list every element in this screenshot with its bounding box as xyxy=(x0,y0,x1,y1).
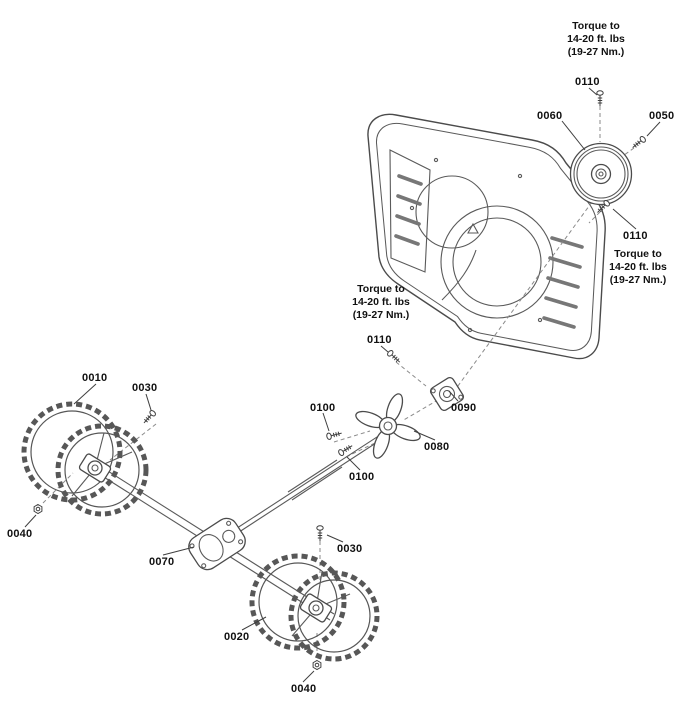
screw-0030-left xyxy=(141,408,158,426)
drive-pulley xyxy=(569,142,633,206)
part-label-0100-upper: 0100 xyxy=(310,402,336,414)
torque-note-line3: (19-27 Nm.) xyxy=(567,46,625,58)
torque-note-line2: 14-20 ft. lbs xyxy=(352,296,410,308)
part-label-0040-bottom: 0040 xyxy=(291,683,317,695)
nut-0040-left xyxy=(33,504,43,514)
part-label-0070: 0070 xyxy=(149,556,175,568)
part-label-0030-right: 0030 xyxy=(337,543,363,555)
part-label-0010: 0010 xyxy=(82,372,108,384)
impeller-assembly xyxy=(355,393,421,459)
torque-note-line3: (19-27 Nm.) xyxy=(352,309,410,321)
bearing-flange xyxy=(429,376,465,412)
torque-note-line1: Torque to xyxy=(357,283,405,295)
part-label-0080: 0080 xyxy=(424,441,450,453)
screw-0030-right xyxy=(316,525,324,542)
left-auger-rake xyxy=(21,401,149,517)
part-label-0100-lower: 0100 xyxy=(349,471,375,483)
part-label-0110-mid: 0110 xyxy=(367,334,392,346)
auger-housing xyxy=(367,113,606,360)
right-auger-rake xyxy=(249,553,380,662)
part-label-0030-left: 0030 xyxy=(132,382,158,394)
torque-note-line2: 14-20 ft. lbs xyxy=(567,33,625,45)
screw-0050 xyxy=(630,134,648,151)
torque-note-line1: Torque to xyxy=(614,248,662,260)
part-label-0110-right: 0110 xyxy=(623,230,648,242)
part-label-0090: 0090 xyxy=(451,402,477,414)
part-label-0060: 0060 xyxy=(537,110,563,122)
torque-note-line3: (19-27 Nm.) xyxy=(609,274,667,286)
screw-0110-mid xyxy=(385,348,403,366)
torque-note-top: Torque to 14-20 ft. lbs (19-27 Nm.) xyxy=(550,20,642,59)
torque-note-mid: Torque to 14-20 ft. lbs (19-27 Nm.) xyxy=(335,283,427,322)
impeller-shaft xyxy=(230,423,400,537)
screw-0110-top xyxy=(596,90,604,107)
part-label-0040-left: 0040 xyxy=(7,528,33,540)
part-label-0020: 0020 xyxy=(224,631,250,643)
leader-lines xyxy=(24,87,661,683)
torque-note-line1: Torque to xyxy=(572,20,620,32)
torque-note-right: Torque to 14-20 ft. lbs (19-27 Nm.) xyxy=(592,248,684,287)
auger-gearbox xyxy=(188,517,246,571)
torque-note-line2: 14-20 ft. lbs xyxy=(609,261,667,273)
fasteners xyxy=(33,90,648,670)
part-label-0050: 0050 xyxy=(649,110,675,122)
part-label-0110-top: 0110 xyxy=(575,76,600,88)
screw-0100-a xyxy=(325,429,343,441)
screw-0100-b xyxy=(337,442,355,457)
nut-0040-bottom xyxy=(312,660,322,670)
warning-decal-icon xyxy=(467,222,479,234)
